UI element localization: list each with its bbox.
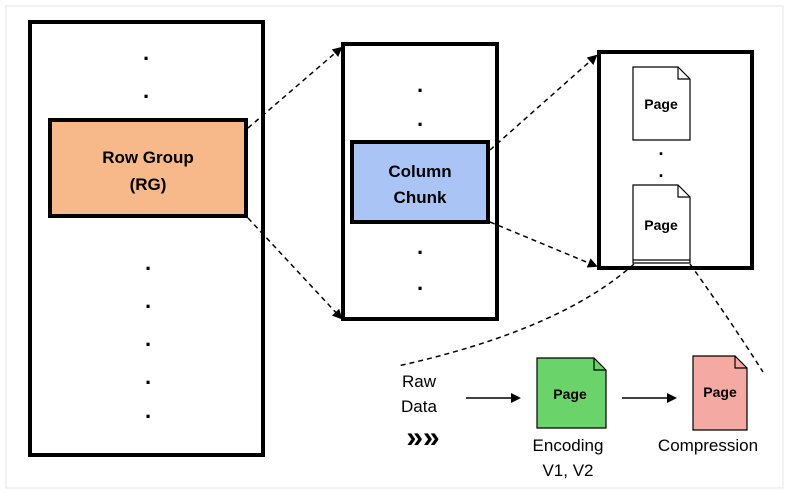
chunk-dots-top: . . — [417, 72, 423, 131]
compressed-page-icon — [692, 355, 748, 431]
chunk-dots-bottom: . . — [417, 234, 423, 295]
page-icon-bottom — [632, 184, 691, 264]
ellipsis-dot: . — [145, 250, 151, 275]
ellipsis-dot: . — [658, 139, 663, 159]
ellipsis-dot: . — [417, 106, 423, 131]
column-chunk-box — [350, 140, 490, 224]
ellipsis-dot: . — [417, 270, 423, 295]
encoded-page-icon — [536, 357, 607, 429]
page-icon-top — [632, 66, 691, 141]
ellipsis-dot: . — [658, 161, 663, 181]
column-chunk-label-line1: Column — [388, 162, 451, 181]
ellipsis-dot: . — [145, 326, 151, 351]
ellipsis-dot: . — [145, 398, 151, 423]
zoom-line-page-right — [689, 263, 764, 373]
row-group-box — [48, 118, 248, 218]
file-dots-top: . . — [143, 40, 149, 103]
file-dots-bottom: . . . . . — [145, 250, 151, 423]
encoding-caption-line1: Encoding — [533, 436, 604, 455]
raw-data-label-line1: Raw — [402, 372, 437, 391]
row-group-abbrev: (RG) — [130, 175, 167, 194]
zoom-line-page-left — [397, 263, 635, 367]
ellipsis-dot: . — [417, 234, 423, 259]
file-container — [28, 20, 265, 457]
ellipsis-dot: . — [145, 364, 151, 389]
row-group-label: Row Group — [102, 148, 194, 167]
column-chunk-label-line2: Chunk — [394, 188, 447, 207]
raw-data-label-line2: Data — [401, 397, 437, 416]
ellipsis-dot: . — [145, 288, 151, 313]
compressed-page-label: Page — [703, 384, 737, 400]
pages-dots-middle: . . — [658, 139, 663, 181]
page-label-top: Page — [644, 96, 678, 112]
zoom-arrow-rg-top — [247, 46, 343, 129]
encoding-caption-line2: V1, V2 — [542, 461, 593, 480]
encoded-page-label: Page — [553, 386, 587, 402]
compression-caption: Compression — [658, 436, 758, 455]
zoom-arrow-rg-bottom — [247, 217, 343, 320]
ellipsis-dot: . — [143, 40, 149, 65]
zoom-arrow-chunk-top — [489, 54, 598, 151]
ellipsis-dot: . — [417, 72, 423, 97]
zoom-arrow-chunk-bottom — [489, 221, 598, 268]
raw-data-stream-glyph: »» — [406, 421, 439, 454]
figure-frame — [5, 5, 784, 489]
page-label-bottom: Page — [644, 217, 678, 233]
ellipsis-dot: . — [143, 78, 149, 103]
